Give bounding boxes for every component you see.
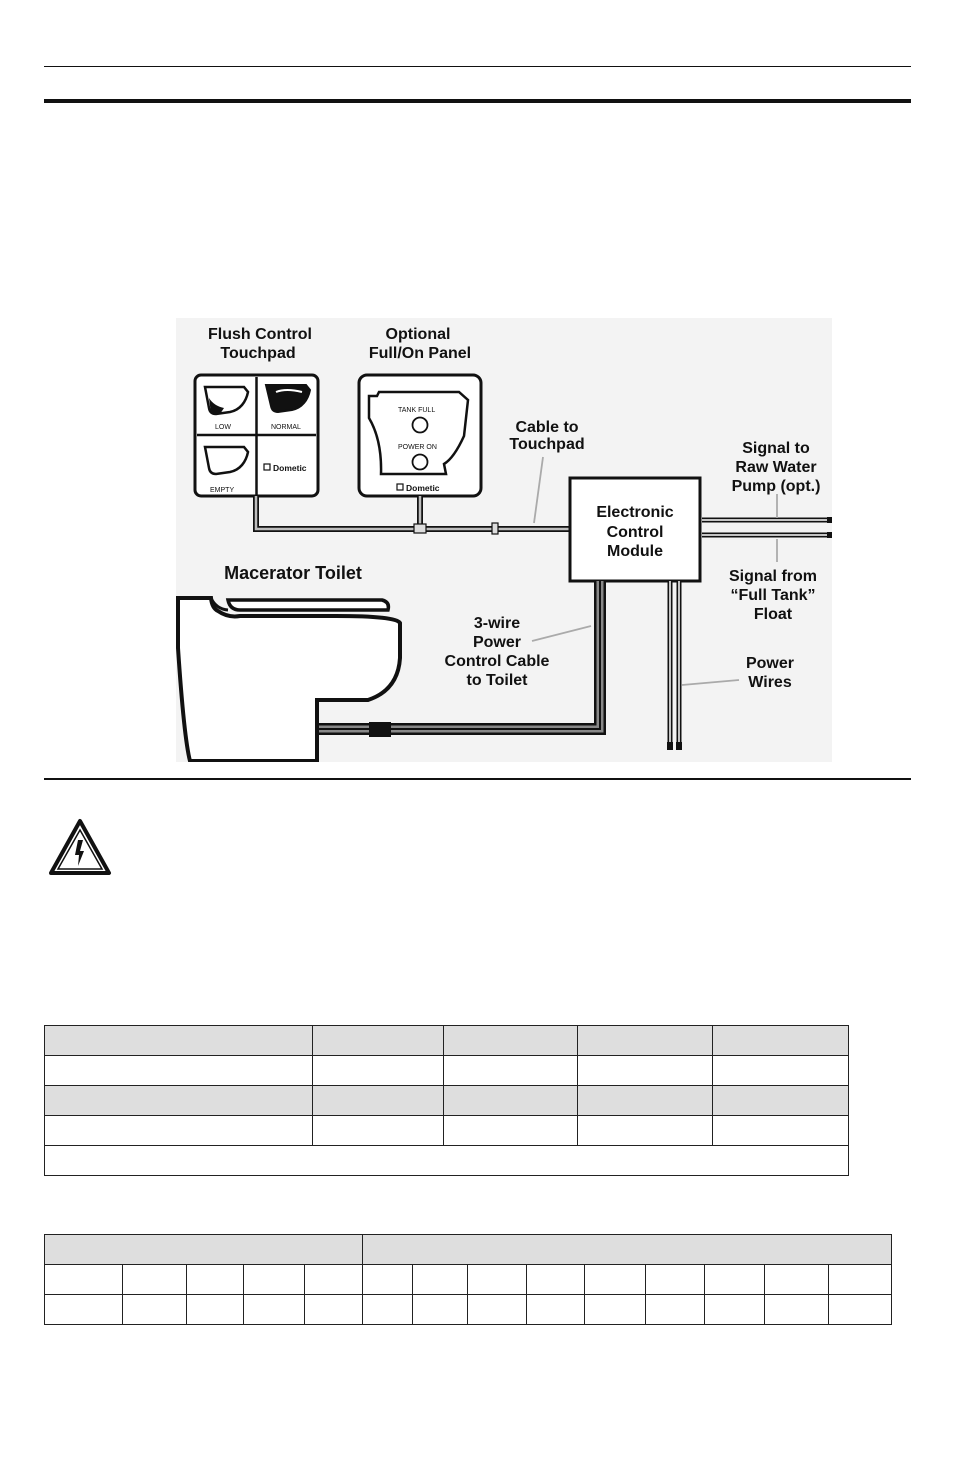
power-wires [667, 581, 740, 750]
dometic-logo-icon [263, 463, 271, 471]
electrical-hazard-warning-icon [48, 818, 112, 876]
spec-table-a [44, 1025, 849, 1176]
signal-from-label-3: Float [754, 606, 793, 623]
panel-brand: Dometic [406, 483, 440, 493]
top-rule-thick [44, 99, 911, 103]
empty-label: EMPTY [210, 487, 234, 494]
low-toilet-icon [203, 385, 250, 416]
table-row [44, 1294, 893, 1325]
signal-from-label-1: Signal from [729, 568, 817, 585]
table-row [44, 1055, 849, 1086]
table-row [44, 1264, 893, 1295]
table-header-row [44, 1025, 849, 1056]
cable3-label-3: Control Cable [445, 653, 550, 670]
three-wire-cable [319, 581, 606, 737]
cable-label-2: Touchpad [509, 436, 584, 453]
normal-toilet-icon [264, 384, 312, 414]
signal-wires [702, 494, 832, 562]
section-rule [44, 778, 911, 780]
touchpad-cable [253, 456, 569, 535]
power-label-2: Wires [748, 674, 792, 691]
signal-to-label-1: Signal to [742, 440, 810, 457]
table-header-row [43, 1234, 893, 1265]
table-header-row [44, 1085, 849, 1116]
signal-from-label-2: “Full Tank” [730, 587, 815, 604]
top-rule-thin [44, 66, 911, 67]
flush-control-touchpad: LOW NORMAL EMPTY Dometic [193, 373, 320, 498]
signal-to-label-3: Pump (opt.) [732, 478, 821, 495]
wiring-diagram: LOW NORMAL EMPTY Dometic TANK FULL POWER… [176, 318, 832, 762]
cable3-label-4: to Toilet [466, 672, 528, 689]
table-row [44, 1115, 849, 1146]
cable-label-1: Cable to [515, 419, 578, 436]
toilet-label: Macerator Toilet [224, 563, 362, 583]
macerator-toilet [176, 596, 402, 762]
power-on-indicator [411, 453, 429, 471]
table-note-row [44, 1145, 849, 1176]
normal-label: NORMAL [271, 424, 301, 431]
touchpad-brand: Dometic [273, 463, 307, 473]
power-label-1: Power [746, 655, 794, 672]
low-label: LOW [215, 424, 231, 431]
tank-full-label: TANK FULL [398, 407, 435, 414]
panel-title-1: Optional [386, 326, 451, 343]
power-on-label: POWER ON [398, 444, 437, 451]
module-label-3: Module [607, 543, 663, 560]
empty-toilet-icon [203, 445, 250, 476]
dometic-logo-icon [396, 483, 404, 491]
signal-to-label-2: Raw Water [735, 459, 816, 476]
touchpad-title-1: Flush Control [208, 326, 312, 343]
tank-full-indicator [411, 416, 429, 434]
module-label-2: Control [607, 524, 664, 541]
optional-full-on-panel: TANK FULL POWER ON Dometic [357, 373, 483, 498]
cable3-label-1: 3-wire [474, 615, 520, 632]
panel-title-2: Full/On Panel [369, 345, 471, 362]
spec-table-b [43, 1234, 893, 1325]
module-label-1: Electronic [596, 504, 673, 521]
touchpad-title-2: Touchpad [220, 345, 295, 362]
cable3-label-2: Power [473, 634, 521, 651]
electronic-control-module [568, 476, 702, 583]
